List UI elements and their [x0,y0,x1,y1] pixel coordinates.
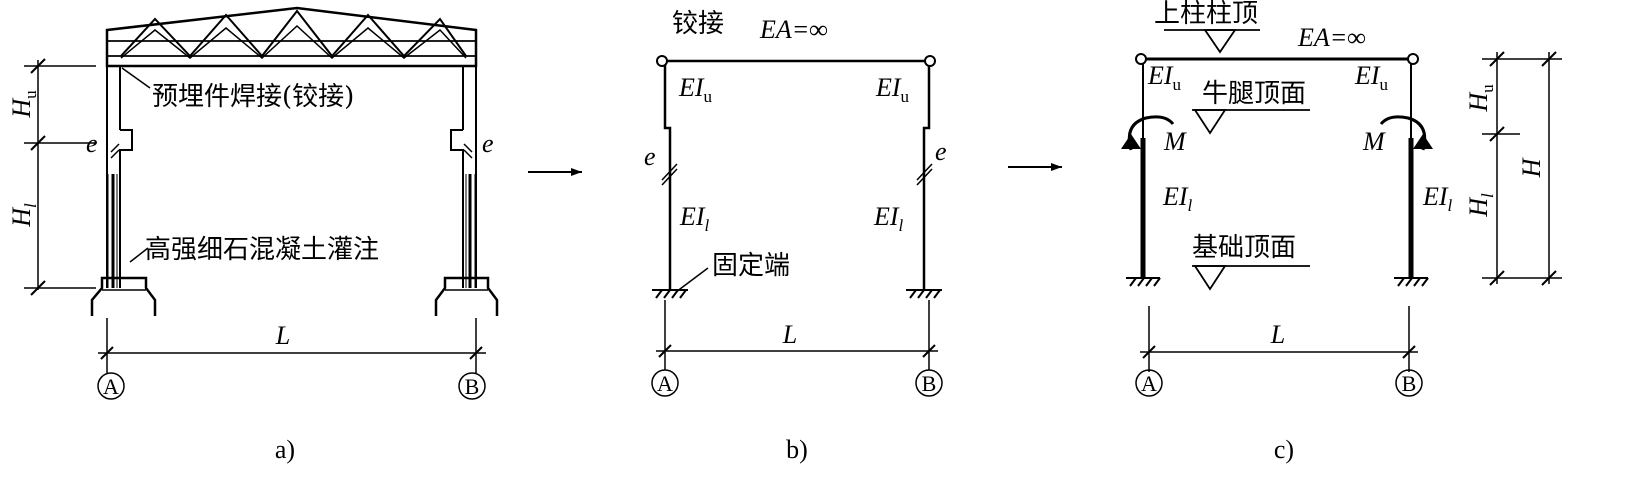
stiffness-upper-right-c: EIu [1354,61,1389,94]
caption-c: c) [1274,435,1294,464]
grout-leader [129,247,149,263]
stiffness-upper-right-b: EIu [875,73,910,106]
eccentricity-left-label-b: e [644,142,656,171]
span-dimension-c [1135,306,1423,397]
dimension-height-c [1482,51,1562,286]
span-dimension-b [651,300,943,397]
fixed-leader-b [675,267,709,293]
dim-lower-label-c: Hl [1464,193,1497,218]
caption-a: a) [275,435,295,464]
stiffness-upper-left-c: EIu [1147,61,1182,94]
moment-arrow-right [1379,115,1433,151]
hinge-right-c [1407,53,1419,65]
hinge-left-b [656,55,668,67]
fixed-support-left-b [652,289,688,299]
beam-ea-label-c: EA=∞ [1297,23,1366,52]
fixed-support-right-b [906,289,942,299]
roof-truss [105,6,478,68]
span-label-c: L [1270,320,1285,349]
beam-ea-label-b: EA=∞ [759,15,828,44]
marker-corbel-top [1192,109,1310,135]
hinge-right-b [924,55,936,67]
column-left [106,66,133,288]
caption-b: b) [786,435,808,464]
foundation-top-label-c: 基础顶面 [1192,233,1296,263]
dim-total-label-c: H [1517,157,1546,178]
column-top-label-c: 上柱柱顶 [1154,0,1258,29]
foundation-right [434,276,499,316]
axis-a-label-c: A [1141,371,1157,396]
fixed-support-right-c [1394,277,1429,287]
hinge-label-b: 铰接 [672,9,724,39]
fixed-end-label-b: 固定端 [712,251,790,281]
marker-foundation-top [1192,265,1310,291]
stiffness-lower-right-b: EIl [873,202,904,235]
frame-c [1140,57,1414,278]
fixed-support-left-c [1126,277,1161,287]
moment-right-label-c: M [1362,127,1386,156]
axis-b-label-b: B [922,371,937,396]
axis-a-label-b: A [657,371,673,396]
hinge-left-c [1135,53,1147,65]
panel-a: 预埋件焊接(铰接) 高强细石混凝土灌注 e e Hu Hl [7,6,499,464]
stiffness-lower-left-b: EIl [679,202,710,235]
moment-left-label-c: M [1163,127,1187,156]
corbel-top-label-c: 牛腿顶面 [1202,79,1306,109]
embedded-leader [121,67,151,89]
stiffness-lower-right-c: EIl [1422,182,1453,215]
marker-column-top [1164,29,1260,54]
frame-b [661,59,933,290]
span-dimension-a [97,318,486,400]
moment-arrow-left [1121,115,1175,151]
axis-a-label-a: A [103,374,119,399]
stiffness-upper-left-b: EIu [678,73,713,106]
eccentricity-right-label: e [482,129,494,158]
panel-b: 铰接 EA=∞ EIu EIu EIl EIl e e 固定端 L A B b) [644,9,947,464]
axis-b-label-c: B [1402,371,1417,396]
span-label-b: L [782,320,797,349]
embedded-label: 预埋件焊接(铰接) [152,82,354,112]
axis-b-label-a: B [465,374,480,399]
dim-upper-label-a: Hu [7,90,40,119]
dimension-height-a [24,58,96,296]
grout-label: 高强细石混凝土灌注 [145,235,379,265]
eccentricity-right-label-b: e [935,137,947,166]
column-right [450,66,477,288]
stiffness-lower-left-c: EIl [1162,182,1193,215]
dim-lower-label-a: Hl [7,203,40,228]
foundation-left [90,276,157,316]
dim-upper-label-c: Hu [1464,84,1497,113]
span-label-a: L [275,321,290,350]
panel-c: 上柱柱顶 EA=∞ 牛腿顶面 基础顶面 M M EIu EIu EIl EIl … [1121,0,1562,464]
